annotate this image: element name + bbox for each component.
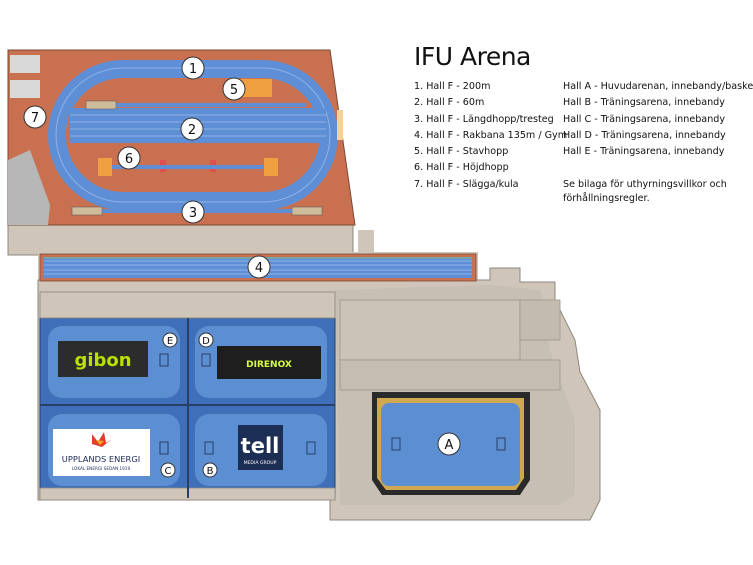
legend-item: Hall C - Träningsarena, innebandy (563, 113, 726, 125)
legend-item: Hall B - Träningsarena, innebandy (563, 97, 725, 109)
svg-text:2: 2 (188, 123, 196, 138)
marker-2[interactable]: 2 (180, 117, 204, 141)
svg-text:6: 6 (125, 152, 133, 167)
svg-text:A: A (445, 438, 454, 453)
svg-text:5: 5 (230, 83, 238, 98)
marker-5[interactable]: 5 (222, 77, 246, 101)
upplands-logo-text: UPPLANDS ENERGI (62, 454, 140, 464)
hall-c[interactable]: UPPLANDS ENERGI LOKAL ENERGI SEDAN 1919 (48, 414, 180, 486)
upplands-logo-sub: LOKAL ENERGI SEDAN 1919 (72, 466, 131, 471)
marker-6[interactable]: 6 (117, 146, 141, 170)
legend-item: 4. Hall F - Rakbana 135m / Gym (414, 129, 568, 141)
map-title: IFU Arena (414, 42, 531, 71)
legend-item: 3. Hall F - Längdhopp/tresteg (414, 113, 554, 125)
svg-text:4: 4 (255, 261, 263, 276)
legend-item: Hall D - Träningsarena, innebandy (563, 129, 726, 141)
direnox-logo: DIRENOX (246, 360, 292, 370)
upplands-energi-emblem (92, 432, 112, 447)
legend-item: 7. Hall F - Slägga/kula (414, 178, 519, 190)
svg-text:E: E (167, 336, 173, 347)
hall-e[interactable]: gibon (48, 326, 180, 398)
legend-halls: Hall A - Huvudarenan, innebandy/basket H… (563, 79, 753, 160)
marker-hall-d[interactable]: D (198, 332, 214, 348)
svg-text:7: 7 (31, 111, 39, 126)
marker-hall-a[interactable]: A (437, 432, 461, 456)
svg-text:D: D (202, 336, 210, 347)
svg-text:C: C (165, 466, 172, 477)
marker-hall-b[interactable]: B (202, 462, 218, 478)
marker-1[interactable]: 1 (181, 56, 205, 80)
gibon-logo: gibon (74, 350, 131, 371)
marker-hall-c[interactable]: C (160, 462, 176, 478)
legend-item: 6. Hall F - Höjdhopp (414, 162, 509, 174)
legend-item: 1. Hall F - 200m (414, 81, 491, 92)
marker-hall-e[interactable]: E (162, 332, 178, 348)
legend-item: 2. Hall F - 60m (414, 97, 485, 109)
hall-b[interactable]: tell MEDIA GROUP (195, 414, 327, 486)
hall-f-athletics[interactable] (7, 49, 356, 226)
legend-hall-f: 1. Hall F - 200m 2. Hall F - 60m 3. Hall… (414, 79, 567, 193)
marker-4[interactable]: 4 (247, 255, 271, 279)
svg-text:B: B (207, 466, 214, 477)
legend-item: Hall A - Huvudarenan, innebandy/basket (563, 81, 753, 92)
svg-text:3: 3 (189, 206, 197, 221)
marker-7[interactable]: 7 (23, 105, 47, 129)
marker-3[interactable]: 3 (181, 200, 205, 224)
legend-item: 5. Hall F - Stavhopp (414, 146, 509, 158)
legend-item: Hall E - Träningsarena, innebandy (563, 146, 725, 158)
hall-d[interactable]: DIRENOX (195, 326, 327, 398)
svg-text:1: 1 (189, 62, 197, 77)
tell-logo: tell (241, 434, 280, 458)
tell-logo-sub: MEDIA GROUP (244, 460, 277, 466)
rental-note: Se bilaga för uthyrningsvillkor och förh… (563, 179, 727, 204)
